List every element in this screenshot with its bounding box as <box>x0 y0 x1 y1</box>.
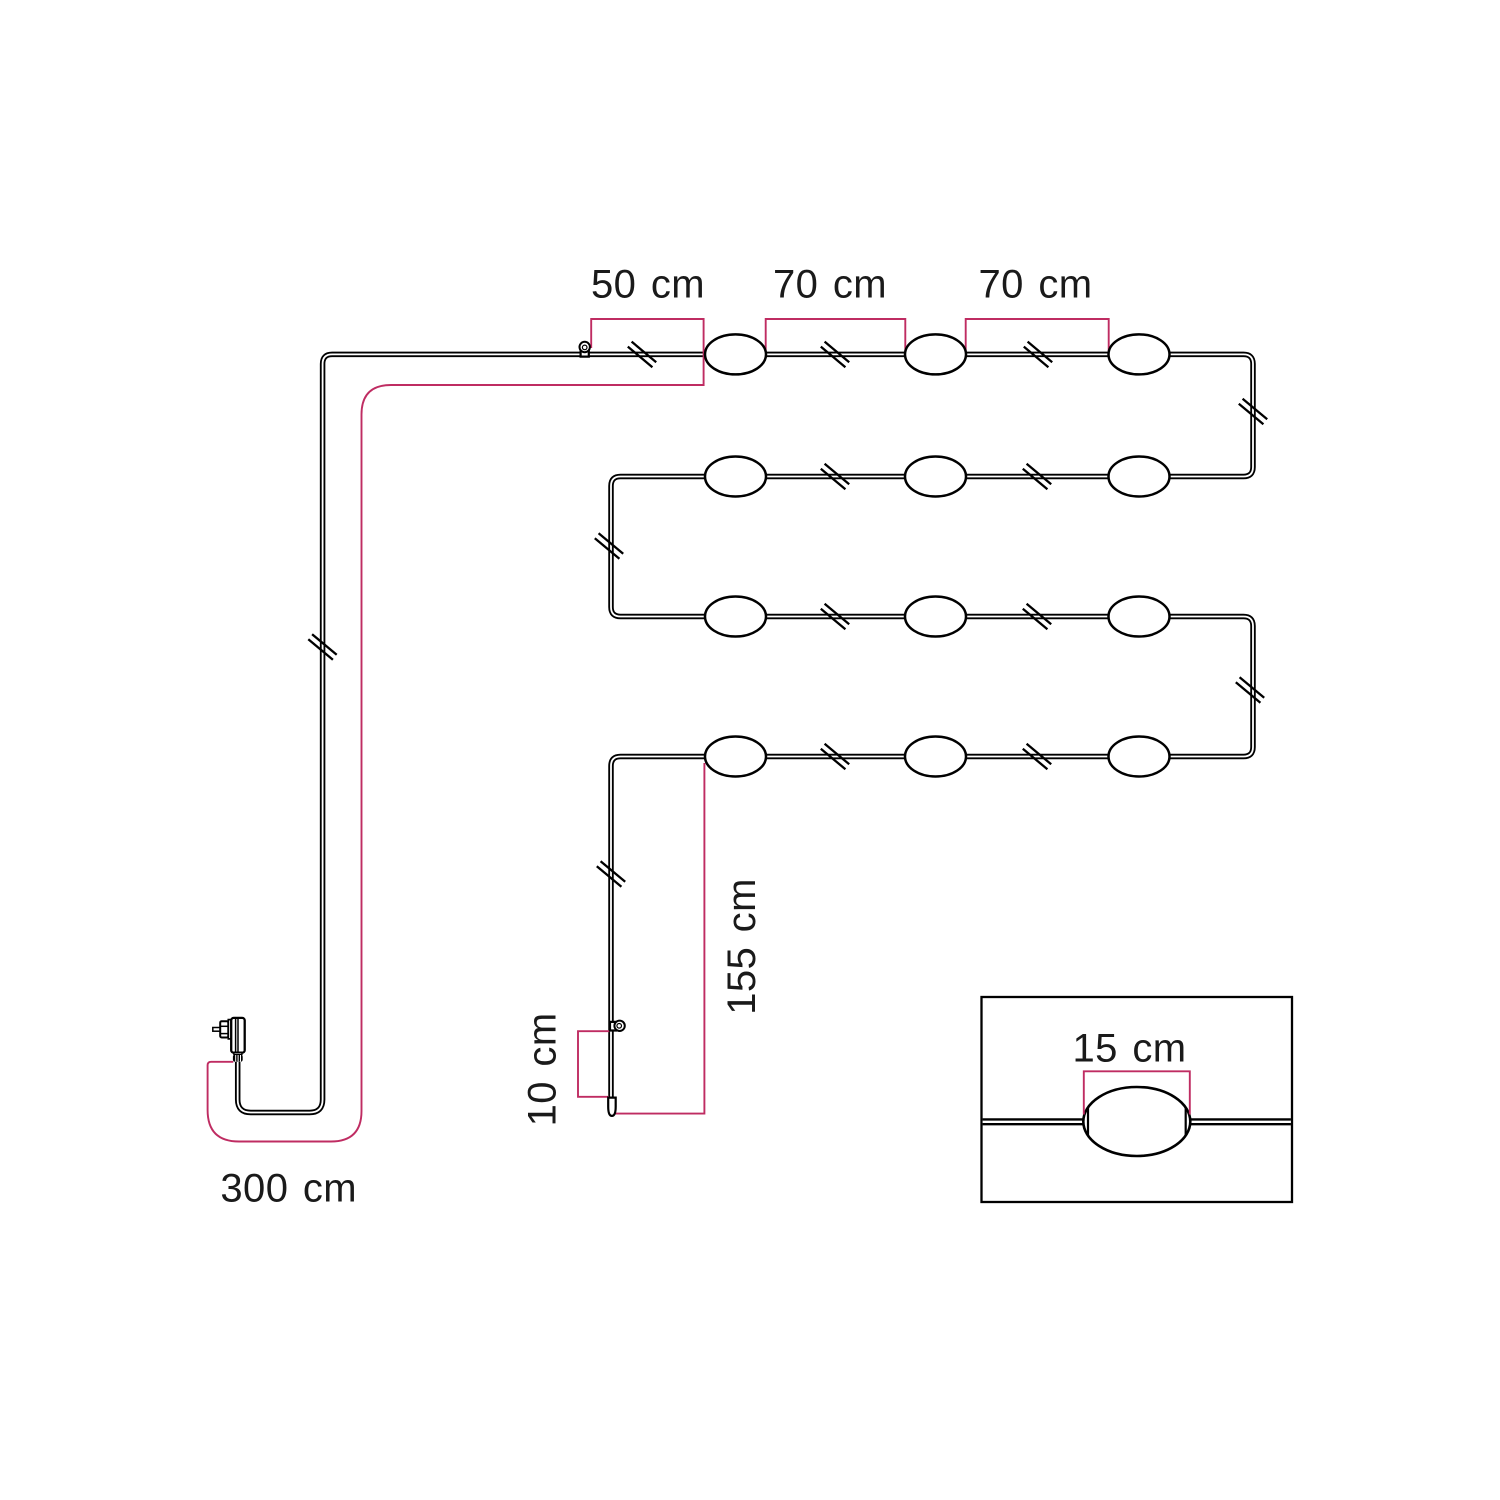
svg-text:70 cm: 70 cm <box>979 262 1093 306</box>
svg-text:155 cm: 155 cm <box>720 878 764 1015</box>
svg-text:10 cm: 10 cm <box>520 1012 564 1126</box>
svg-text:300 cm: 300 cm <box>220 1167 357 1211</box>
svg-text:70 cm: 70 cm <box>773 262 887 306</box>
svg-text:50 cm: 50 cm <box>591 262 705 306</box>
svg-text:15 cm: 15 cm <box>1073 1026 1187 1070</box>
